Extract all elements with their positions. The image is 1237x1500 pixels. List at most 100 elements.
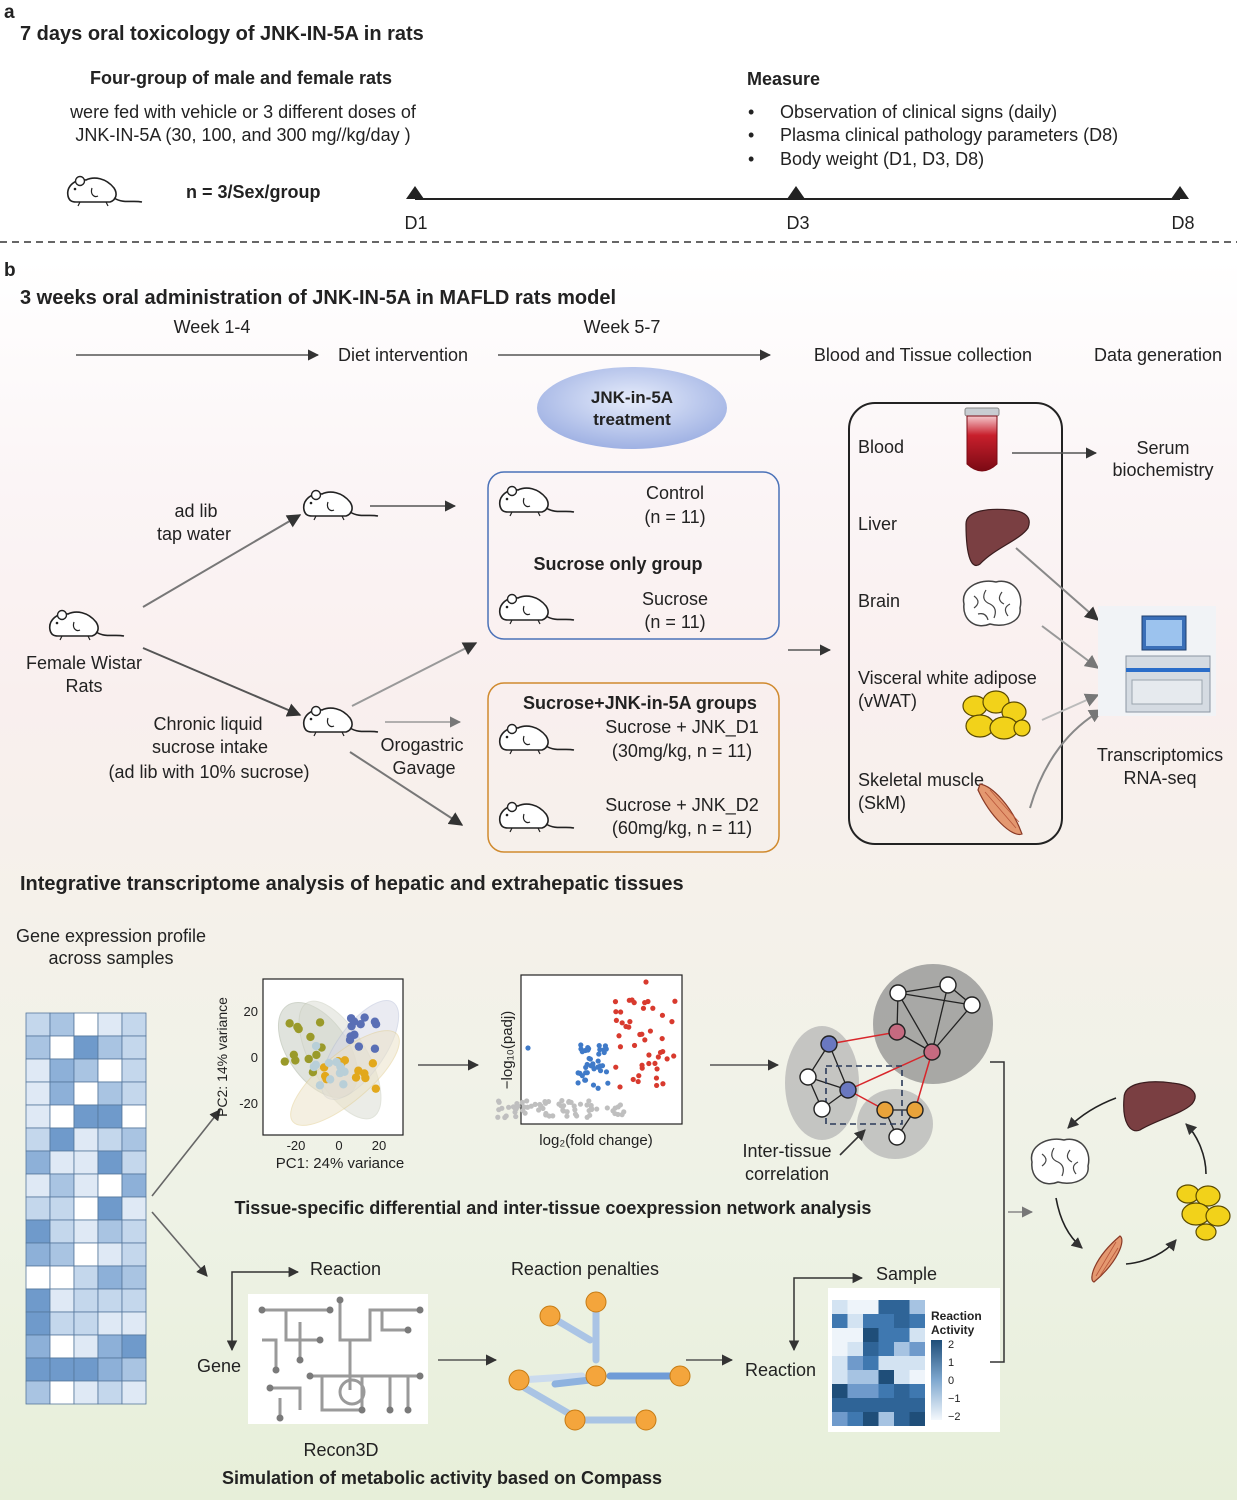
pca-xlabel: PC1: 24% variance bbox=[276, 1155, 404, 1172]
stage-data: Data generation bbox=[1094, 345, 1222, 365]
volcano-point bbox=[612, 999, 619, 1005]
heatmap-cell bbox=[25, 1380, 51, 1405]
pca-xtick: 0 bbox=[335, 1138, 342, 1153]
tissue-blood: Blood bbox=[858, 437, 904, 457]
activity-cell bbox=[878, 1398, 894, 1412]
volcano-point bbox=[519, 1099, 525, 1106]
heatmap-cell bbox=[25, 1242, 51, 1267]
heatmap-cell bbox=[121, 1012, 147, 1037]
heatmap-cell bbox=[121, 1104, 147, 1129]
volcano-point bbox=[640, 1005, 647, 1011]
volcano-point bbox=[639, 1062, 645, 1068]
volcano-point bbox=[597, 1068, 604, 1074]
treatment-line2: treatment bbox=[593, 410, 671, 429]
sample-label: Sample bbox=[876, 1264, 937, 1284]
volcano-point bbox=[660, 1081, 666, 1087]
sucrose-n: (n = 11) bbox=[644, 612, 705, 632]
volcano-point bbox=[512, 1106, 518, 1112]
panel-a-title: 7 days oral toxicology of JNK-IN-5A in r… bbox=[20, 23, 424, 45]
liver-icon bbox=[965, 508, 1030, 566]
activity-cell bbox=[863, 1314, 879, 1328]
volcano-point bbox=[655, 1054, 661, 1060]
tissue-skm-1: Skeletal muscle bbox=[858, 770, 984, 790]
rat-icon bbox=[302, 489, 379, 521]
volcano-plot: −log₁₀(padj) log₂(fold change) bbox=[495, 974, 683, 1149]
volcano-point bbox=[528, 1103, 534, 1109]
activity-tick: 1 bbox=[948, 1357, 954, 1369]
groups-heading: Four-group of male and female rats bbox=[90, 68, 392, 88]
volcano-point bbox=[520, 1107, 526, 1114]
gene-profile-1: Gene expression profile bbox=[16, 926, 206, 946]
activity-cell bbox=[832, 1328, 848, 1342]
tissue-skm-2: (SkM) bbox=[858, 793, 906, 813]
control-n: (n = 11) bbox=[644, 507, 705, 527]
rat-icon bbox=[66, 175, 143, 207]
activity-cell bbox=[863, 1300, 879, 1314]
volcano-point bbox=[575, 1080, 581, 1086]
volcano-point bbox=[631, 1000, 637, 1006]
activity-cell bbox=[894, 1314, 910, 1328]
heatmap-cell bbox=[73, 1196, 99, 1221]
volcano-point bbox=[556, 1101, 562, 1107]
volcano-point bbox=[618, 1009, 624, 1015]
pca-point bbox=[368, 1059, 378, 1068]
coexpression-network: Inter-tissue correlation bbox=[742, 964, 993, 1184]
activity-cell bbox=[878, 1370, 894, 1384]
volcano-point bbox=[590, 1082, 597, 1088]
activity-cell bbox=[909, 1398, 925, 1412]
volcano-point bbox=[577, 1101, 584, 1107]
gavage-line1: Orogastric bbox=[380, 735, 463, 755]
pca-point bbox=[294, 1024, 303, 1034]
tissue-vwat-1: Visceral white adipose bbox=[858, 668, 1037, 688]
pca-point bbox=[339, 1080, 348, 1089]
volcano-point bbox=[545, 1098, 552, 1105]
volcano-point bbox=[525, 1045, 531, 1051]
tissue-vwat-2: (vWAT) bbox=[858, 691, 917, 711]
pca-point bbox=[371, 1084, 381, 1093]
inter-tissue-2: correlation bbox=[745, 1164, 829, 1184]
activity-cell bbox=[863, 1384, 879, 1398]
volcano-point bbox=[669, 1019, 675, 1025]
volcano-point bbox=[590, 1061, 596, 1067]
sucrose-only-box bbox=[487, 471, 780, 640]
activity-tick: −2 bbox=[948, 1411, 961, 1423]
gene-expression-heatmap bbox=[25, 1012, 147, 1405]
adipose-icon bbox=[962, 690, 1031, 740]
activity-cell bbox=[894, 1342, 910, 1356]
timeline-d3: D3 bbox=[786, 213, 809, 233]
female-line1: Female Wistar bbox=[26, 653, 142, 673]
week-5-7: Week 5-7 bbox=[584, 317, 661, 337]
volcano-point bbox=[543, 1112, 549, 1118]
volcano-point bbox=[532, 1101, 538, 1107]
pca-xtick: 20 bbox=[372, 1138, 386, 1153]
volcano-point bbox=[564, 1113, 570, 1119]
heatmap-cell bbox=[49, 1380, 75, 1405]
volcano-point bbox=[584, 1102, 590, 1108]
heatmap-cell bbox=[73, 1104, 99, 1129]
gavage-line2: Gavage bbox=[392, 758, 455, 778]
heatmap-cell bbox=[121, 1150, 147, 1175]
volcano-point bbox=[617, 1102, 624, 1108]
jnk-groups-box bbox=[487, 682, 780, 853]
heatmap-cell bbox=[97, 1104, 123, 1129]
pca-point bbox=[312, 1050, 321, 1060]
volcano-point bbox=[612, 1105, 618, 1111]
activity-tick: −1 bbox=[948, 1393, 961, 1405]
treatment-oval bbox=[537, 367, 727, 449]
heatmap-cell bbox=[49, 1104, 75, 1129]
heatmap-cell bbox=[97, 1357, 123, 1382]
volcano-point bbox=[542, 1098, 548, 1105]
activity-cell bbox=[909, 1342, 925, 1356]
sucrose-intake-2: sucrose intake bbox=[152, 737, 268, 757]
panel-a-letter: a bbox=[4, 2, 15, 23]
activity-cell bbox=[847, 1328, 863, 1342]
volcano-point bbox=[642, 1037, 648, 1043]
activity-cell bbox=[847, 1300, 863, 1314]
heatmap-cell bbox=[25, 1219, 51, 1244]
volcano-point bbox=[617, 1084, 623, 1090]
volcano-point bbox=[578, 1042, 584, 1048]
volcano-point bbox=[496, 1099, 502, 1105]
heatmap-cell bbox=[49, 1150, 75, 1175]
sucrose-intake-3: (ad lib with 10% sucrose) bbox=[108, 762, 309, 782]
